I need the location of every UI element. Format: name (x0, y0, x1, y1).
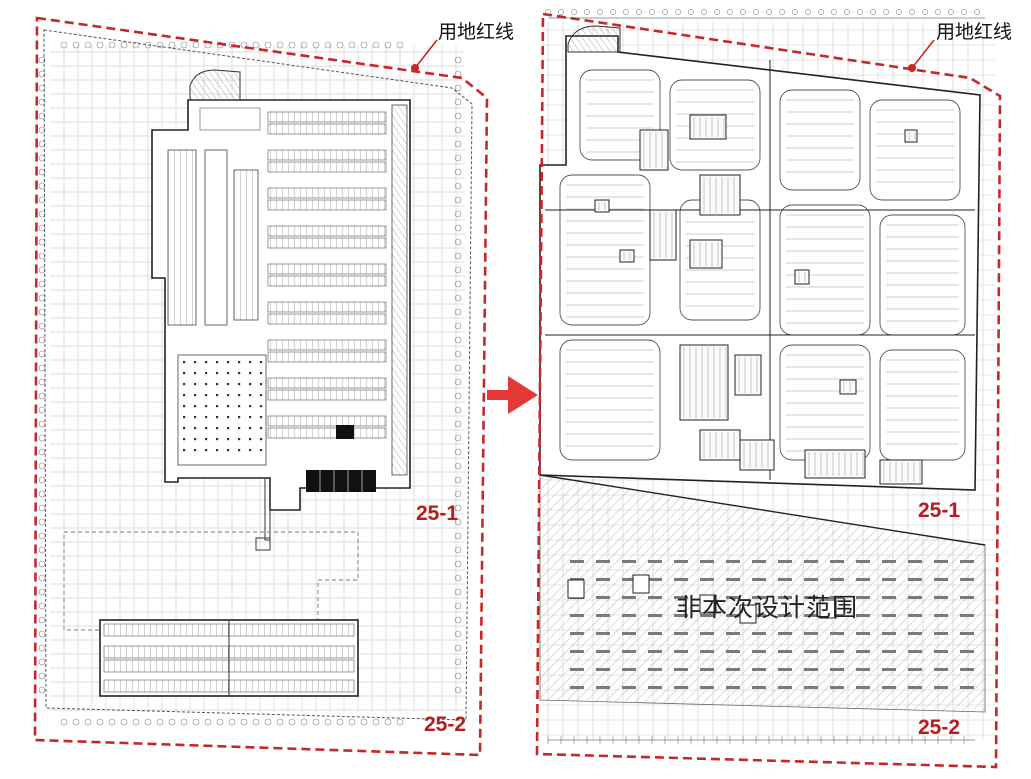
right-core-buildings (594, 114, 923, 485)
left-future-outline (63, 531, 359, 631)
left-redline-leader (414, 39, 438, 69)
right-excluded-parking (567, 560, 974, 689)
left-equipment-block-a (336, 425, 354, 439)
left-redline-boundary (33, 16, 489, 757)
left-parking-rows (199, 107, 387, 439)
left-redline-label: 用地红线 (438, 21, 515, 43)
right-redline-boundary (535, 12, 1002, 769)
left-site-plan (33, 16, 489, 757)
right-drive-aisles (545, 60, 975, 480)
left-garage-25-2-rows (103, 620, 355, 696)
left-zone-label-25-2: 25-2 (424, 713, 467, 736)
left-entry-ramp (189, 69, 241, 101)
right-top-dimension-bar (545, 9, 985, 19)
left-zone-label-25-1: 25-1 (416, 502, 459, 525)
right-scope-divider (539, 474, 986, 546)
left-exit-corridor (264, 478, 271, 541)
right-excluded-area-label: 非本次设计范围 (676, 593, 859, 622)
left-column-bay-frame (177, 354, 267, 466)
left-column-bay (183, 361, 263, 452)
left-wing-parking (167, 149, 259, 326)
left-inner-boundary (43, 29, 473, 721)
right-redline-leader (911, 39, 935, 69)
right-bottom-dimension-bar (547, 736, 975, 744)
left-east-ramp-strip (391, 104, 408, 476)
arrow-right-icon (487, 376, 538, 414)
right-zone-label-25-1: 25-1 (918, 499, 961, 522)
left-exit-stair (255, 537, 271, 551)
right-site-plan (535, 9, 1002, 769)
left-equipment-block-b (306, 470, 376, 492)
right-redline-label: 用地红线 (936, 21, 1013, 43)
right-zone-label-25-2: 25-2 (918, 716, 961, 739)
right-entry-ramp (567, 25, 621, 53)
